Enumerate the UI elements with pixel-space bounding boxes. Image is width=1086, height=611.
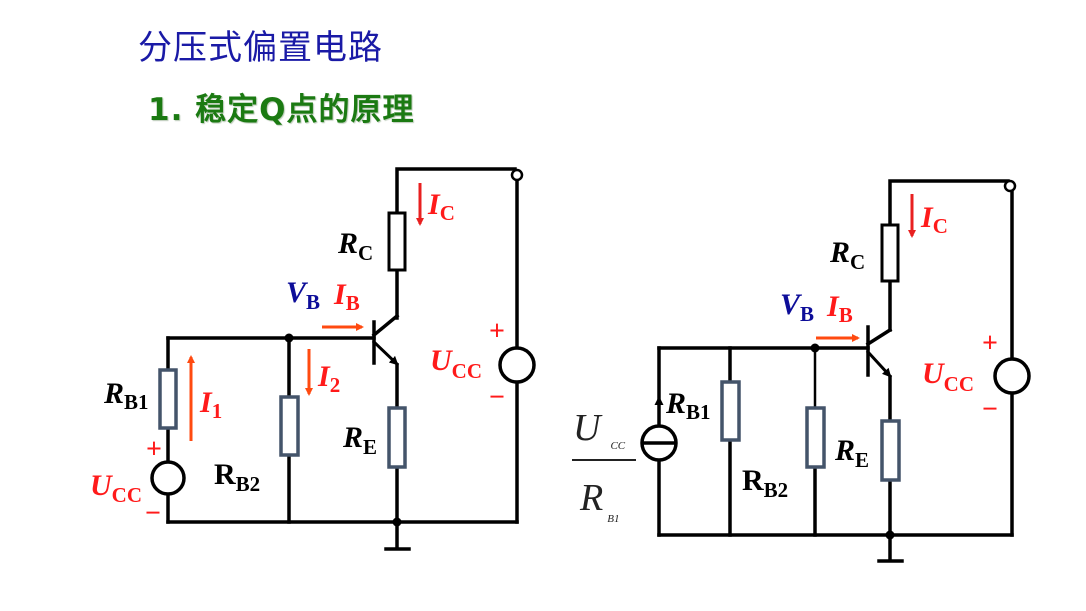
label-ucc: UCC [922, 357, 974, 396]
wire-top [888, 179, 1010, 227]
junction-dot-base [284, 333, 294, 343]
resistor-rc [880, 223, 900, 283]
terminal-node [1003, 179, 1017, 193]
resistor-rc [387, 211, 407, 272]
left-current-arrows [187, 183, 424, 441]
junction-dot-ground [392, 517, 402, 527]
voltage-source-ucc [993, 357, 1031, 395]
voltage-source-ucc-right [498, 346, 536, 384]
label-rb2: RB2 [742, 464, 788, 502]
label-plus-left: + [146, 434, 162, 465]
junction-dot-ground [885, 530, 895, 540]
label-i1: I1 [199, 386, 222, 423]
label-minus-left: − [145, 498, 161, 529]
label-ic: IC [920, 201, 948, 238]
label-rc: RC [829, 236, 865, 274]
label-vb: VB [780, 288, 814, 326]
resistor-rb2 [805, 406, 826, 469]
wire-top [395, 167, 517, 215]
label-ucc-left: UCC [90, 469, 142, 507]
right-current-arrows [816, 194, 916, 342]
resistor-re [387, 406, 407, 469]
terminal-node [510, 168, 524, 182]
label-re: RE [342, 421, 377, 459]
label-minus: − [982, 394, 998, 425]
resistor-re [880, 419, 901, 482]
voltage-source-ucc-left [150, 460, 186, 496]
label-ib: IB [826, 290, 853, 327]
section-heading: 1. 稳定Q点的原理 [148, 92, 415, 128]
transistor-collector [865, 327, 893, 347]
label-ic: IC [427, 188, 455, 225]
right-labels: IC RC VB IB RB1 RB2 RE + UCC − [665, 201, 998, 502]
resistor-rb2 [279, 395, 300, 457]
page-title: 分压式偏置电路 [138, 28, 383, 68]
label-ucc-right: UCC [430, 344, 482, 383]
transistor-emitter [371, 339, 400, 367]
label-rb2: RB2 [214, 458, 260, 496]
label-rb1: RB1 [665, 387, 711, 424]
resistor-rb1 [158, 368, 178, 430]
left-circuit [150, 167, 536, 551]
resistor-rb1 [720, 380, 741, 442]
label-vb: VB [286, 276, 320, 314]
right-circuit [640, 179, 1031, 563]
label-i2: I2 [317, 360, 340, 397]
transistor-emitter [865, 349, 893, 379]
label-minus-right: − [489, 382, 505, 413]
label-rb1: RB1 [103, 377, 149, 414]
label-re: RE [834, 434, 869, 472]
junction-dot-base [810, 343, 820, 353]
label-plus-right: + [489, 316, 505, 347]
label-rc: RC [337, 227, 373, 265]
transistor-collector [371, 313, 400, 338]
label-plus: + [982, 328, 998, 359]
label-ib: IB [333, 278, 360, 315]
left-labels: IC RC VB IB I2 RB1 I1 + UCC − RB2 RE + U… [90, 188, 505, 529]
